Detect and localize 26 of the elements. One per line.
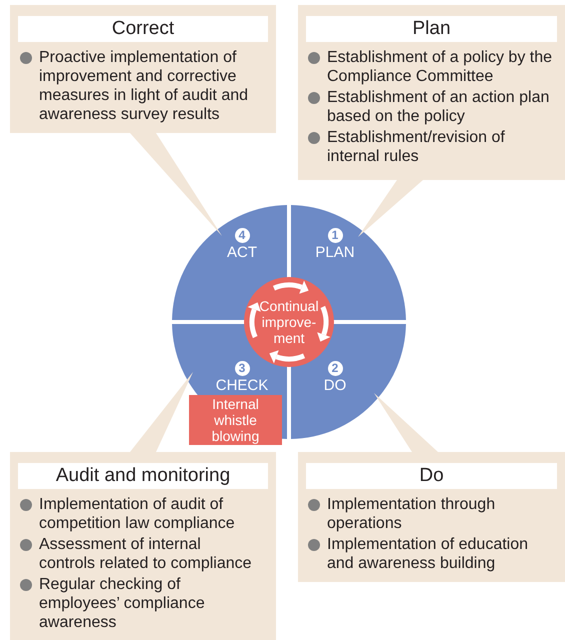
callout-box: [298, 5, 565, 180]
bullet-text: Establishment/revision of internal rules: [327, 128, 506, 166]
callout-heading: Do: [306, 463, 557, 489]
step-label: DO: [322, 377, 348, 394]
callout-pointer: [130, 133, 222, 236]
callout-heading: Audit and monitoring: [18, 463, 268, 489]
callout-box: [298, 452, 565, 582]
bullet-text: Regular checking of employees’ compliance awareness: [39, 575, 206, 632]
whistle-label: Internal whistle blowing: [189, 395, 282, 445]
callout-heading: Correct: [18, 16, 268, 42]
step-label: CHECK: [214, 377, 270, 394]
callout-pointer: [130, 372, 193, 452]
bullet-text: Establishment of an action plan based on the policy: [327, 88, 550, 126]
callout-heading: Plan: [306, 16, 557, 42]
center-label: Continual improve-ment: [258, 298, 320, 346]
bullet-text: Implementation through operations: [327, 495, 496, 533]
bullet-text: Establishment of a policy by the Compliance Committee: [327, 48, 554, 86]
bullet-text: Proactive implementation of improvement and corrective measures in light of audit and awareness survey results: [39, 48, 250, 124]
bullet-text: Implementation of education and awareness building: [327, 535, 530, 573]
callout-pointer: [374, 393, 438, 452]
step-label: PLAN: [314, 244, 356, 261]
bullet-text: Implementation of audit of competition law compliance: [39, 495, 236, 533]
step-label: ACT: [226, 244, 258, 261]
callout-pointer: [358, 180, 423, 237]
callout-box: [10, 452, 276, 640]
bullet-text: Assessment of internal controls related to compliance: [39, 535, 253, 573]
